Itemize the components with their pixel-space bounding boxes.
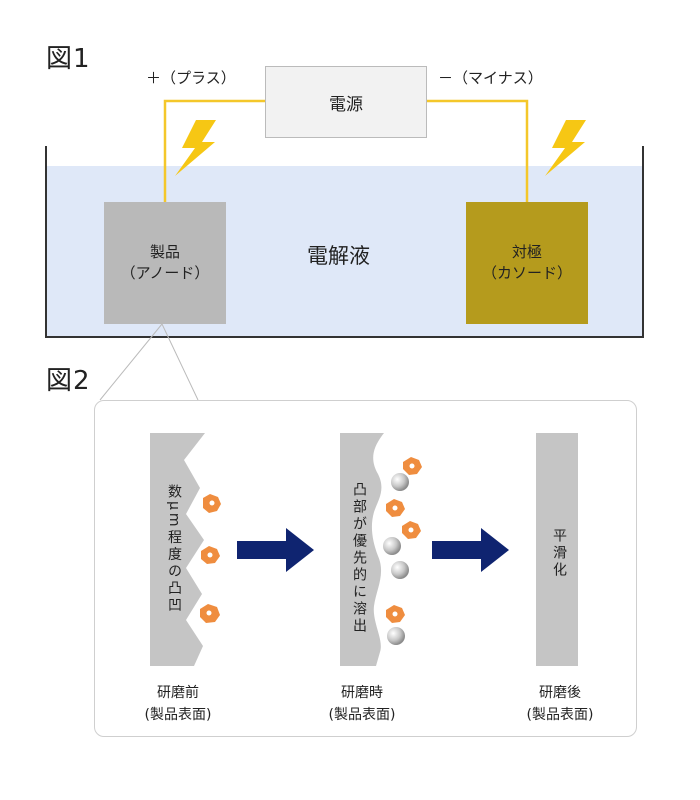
cathode-label: 対極 xyxy=(511,243,542,261)
wire-minus xyxy=(427,99,529,202)
minus-label: －（マイナス） xyxy=(438,69,543,87)
stage-during-note: 凸部が優先的に溶出 xyxy=(351,482,367,635)
caption-title: 研磨後 xyxy=(539,685,581,701)
surface-before xyxy=(150,433,205,666)
arrow-right-icon xyxy=(432,528,509,572)
metal-ion-icon xyxy=(402,521,421,539)
arrow-right-icon xyxy=(237,528,314,572)
electrolyte-label: 電解液 xyxy=(307,244,370,268)
metal-ion-icon xyxy=(201,546,220,564)
power-supply-label: 電源 xyxy=(329,94,363,115)
wire-plus xyxy=(163,99,265,202)
metal-ion-icon xyxy=(403,457,422,475)
anode-block: 製品 （アノード） xyxy=(104,202,226,324)
dissolved-particle xyxy=(383,537,401,555)
metal-ion-icon xyxy=(203,494,221,513)
metal-ion-icon xyxy=(200,604,220,623)
surface-after xyxy=(536,433,578,666)
plus-label: ＋（プラス） xyxy=(146,69,236,87)
cathode-sublabel: （カソード） xyxy=(481,264,572,282)
dissolved-particle xyxy=(387,627,405,645)
metal-ion-icon xyxy=(386,499,405,517)
caption-subtitle: (製品表面) xyxy=(526,707,594,723)
caption-title: 研磨前 xyxy=(157,685,199,701)
dissolved-particle xyxy=(391,473,409,491)
caption-subtitle: (製品表面) xyxy=(328,707,396,723)
caption-subtitle: (製品表面) xyxy=(144,707,212,723)
figure-1-label: 図1 xyxy=(46,44,91,74)
stage-before-caption: 研磨前 (製品表面) xyxy=(118,682,238,726)
lightning-icon xyxy=(545,120,586,176)
stage-before-note: 数μm程度の凸凹 xyxy=(166,484,182,615)
lightning-icon xyxy=(175,120,216,176)
dissolved-particle xyxy=(391,561,409,579)
figure-2-label: 図2 xyxy=(46,366,91,396)
stage-after-note: 平滑化 xyxy=(551,528,567,579)
surface-during xyxy=(340,433,384,666)
power-supply-box: 電源 xyxy=(265,66,427,138)
zoom-connector xyxy=(99,323,199,401)
anode-label: 製品 xyxy=(149,243,180,261)
tank-outline xyxy=(45,146,644,338)
metal-ion-icon xyxy=(386,605,405,623)
cathode-block: 対極 （カソード） xyxy=(466,202,588,324)
anode-sublabel: （アノード） xyxy=(120,264,210,282)
stage-during-caption: 研磨時 (製品表面) xyxy=(302,682,422,726)
caption-title: 研磨時 xyxy=(341,685,383,701)
stage-after-caption: 研磨後 (製品表面) xyxy=(500,682,620,726)
